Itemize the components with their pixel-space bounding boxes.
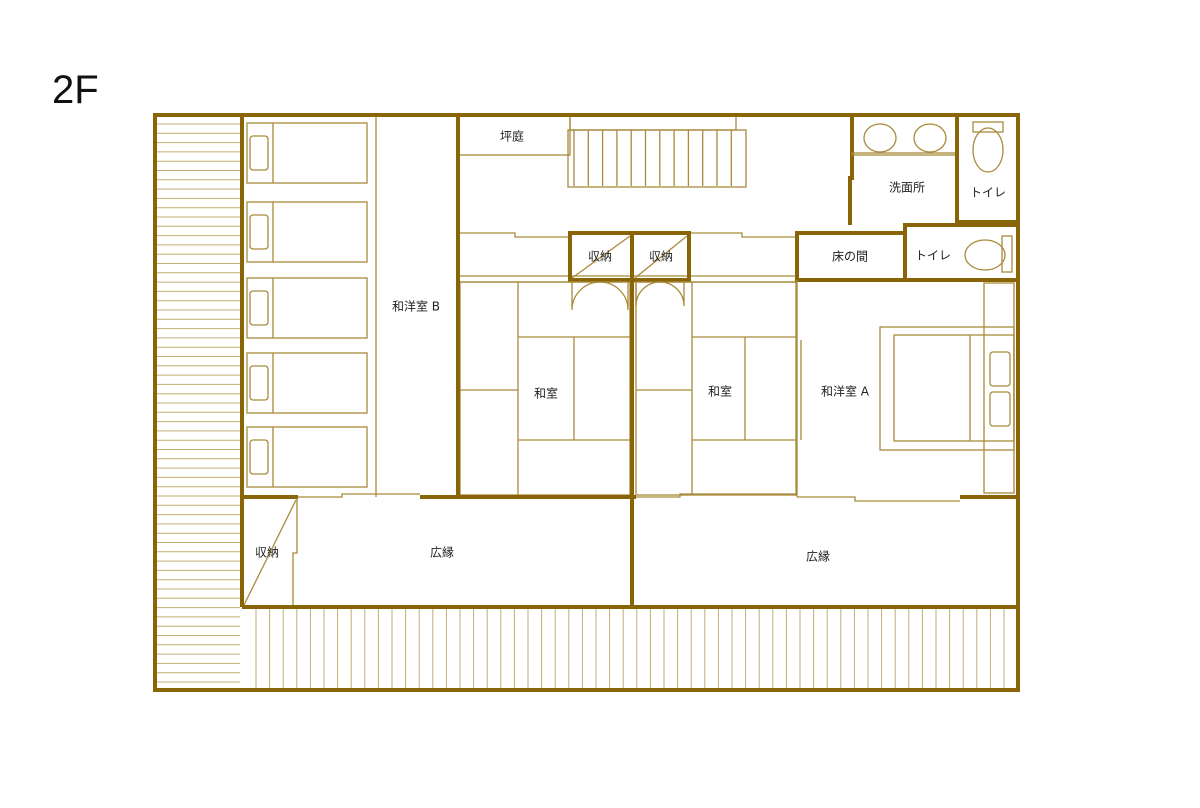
room-label-washitsu-b: 和洋室 B bbox=[392, 299, 440, 314]
sink-icon bbox=[913, 123, 947, 153]
pillow-icon bbox=[249, 365, 269, 401]
sliding-door bbox=[458, 232, 570, 238]
room-label-washitsu-2: 和室 bbox=[708, 384, 732, 399]
single-bed bbox=[246, 122, 368, 184]
single-bed bbox=[246, 352, 368, 414]
single-bed bbox=[246, 426, 368, 488]
room-label-tsuboniwa: 坪庭 bbox=[500, 129, 524, 144]
mattress bbox=[893, 334, 1015, 442]
toilet-tank bbox=[1001, 235, 1013, 273]
room-label-toilet-upper: トイレ bbox=[970, 186, 1006, 200]
sliding-door bbox=[292, 499, 298, 605]
room-label-washitsu-1: 和室 bbox=[534, 386, 558, 401]
toilet-room-upper bbox=[955, 113, 1020, 224]
pillow-icon bbox=[989, 391, 1011, 427]
toilet-icon bbox=[964, 239, 1006, 271]
outer-wall bbox=[153, 113, 1020, 692]
stair-top bbox=[569, 114, 737, 131]
washroom-wall bbox=[848, 115, 854, 225]
walls bbox=[240, 115, 1018, 609]
counter bbox=[851, 152, 958, 156]
room-label-tokonoma: 床の間 bbox=[832, 250, 868, 264]
pillow-icon bbox=[989, 351, 1011, 387]
pillow-icon bbox=[249, 439, 269, 475]
room-label-storage-1: 収納 bbox=[588, 250, 612, 264]
room-label-washitsu-a: 和洋室 A bbox=[821, 384, 870, 399]
stair-treads bbox=[573, 130, 732, 186]
room-label-hiroen-1: 広縁 bbox=[430, 545, 454, 560]
toilet-icon bbox=[972, 127, 1004, 173]
room-label-storage-3: 収納 bbox=[255, 546, 279, 560]
storage-closet-2 bbox=[630, 231, 691, 282]
sliding-door bbox=[636, 493, 797, 498]
closet-door-icon bbox=[635, 281, 685, 307]
stairs bbox=[567, 129, 747, 188]
sliding-door bbox=[690, 232, 797, 238]
closet-door-icon bbox=[571, 281, 629, 311]
room-label-hiroen-2: 広縁 bbox=[806, 549, 830, 564]
sink-icon bbox=[863, 123, 897, 153]
pillow-icon bbox=[249, 135, 269, 171]
single-bed bbox=[246, 201, 368, 263]
single-beds bbox=[246, 122, 368, 488]
double-bed bbox=[879, 326, 1015, 451]
closet-diagonal bbox=[634, 235, 688, 279]
pillow-icon bbox=[249, 290, 269, 326]
closet-diagonal bbox=[243, 499, 297, 606]
deck-stripes bbox=[157, 123, 1005, 688]
tatami-2 bbox=[635, 281, 797, 496]
single-bed bbox=[246, 277, 368, 339]
room-label-toilet-lower: トイレ bbox=[915, 249, 951, 263]
pillow-icon bbox=[249, 214, 269, 250]
sliding-door bbox=[298, 493, 420, 498]
sliding-door bbox=[797, 496, 960, 502]
tokonoma-box bbox=[795, 231, 907, 282]
floor-label: 2F bbox=[52, 68, 99, 112]
room-label-storage-2: 収納 bbox=[649, 250, 673, 264]
shelf bbox=[983, 282, 1015, 494]
closet-diagonal bbox=[571, 235, 631, 279]
toilet-tank bbox=[972, 121, 1004, 133]
room-label-senmenjo: 洗面所 bbox=[889, 181, 925, 195]
